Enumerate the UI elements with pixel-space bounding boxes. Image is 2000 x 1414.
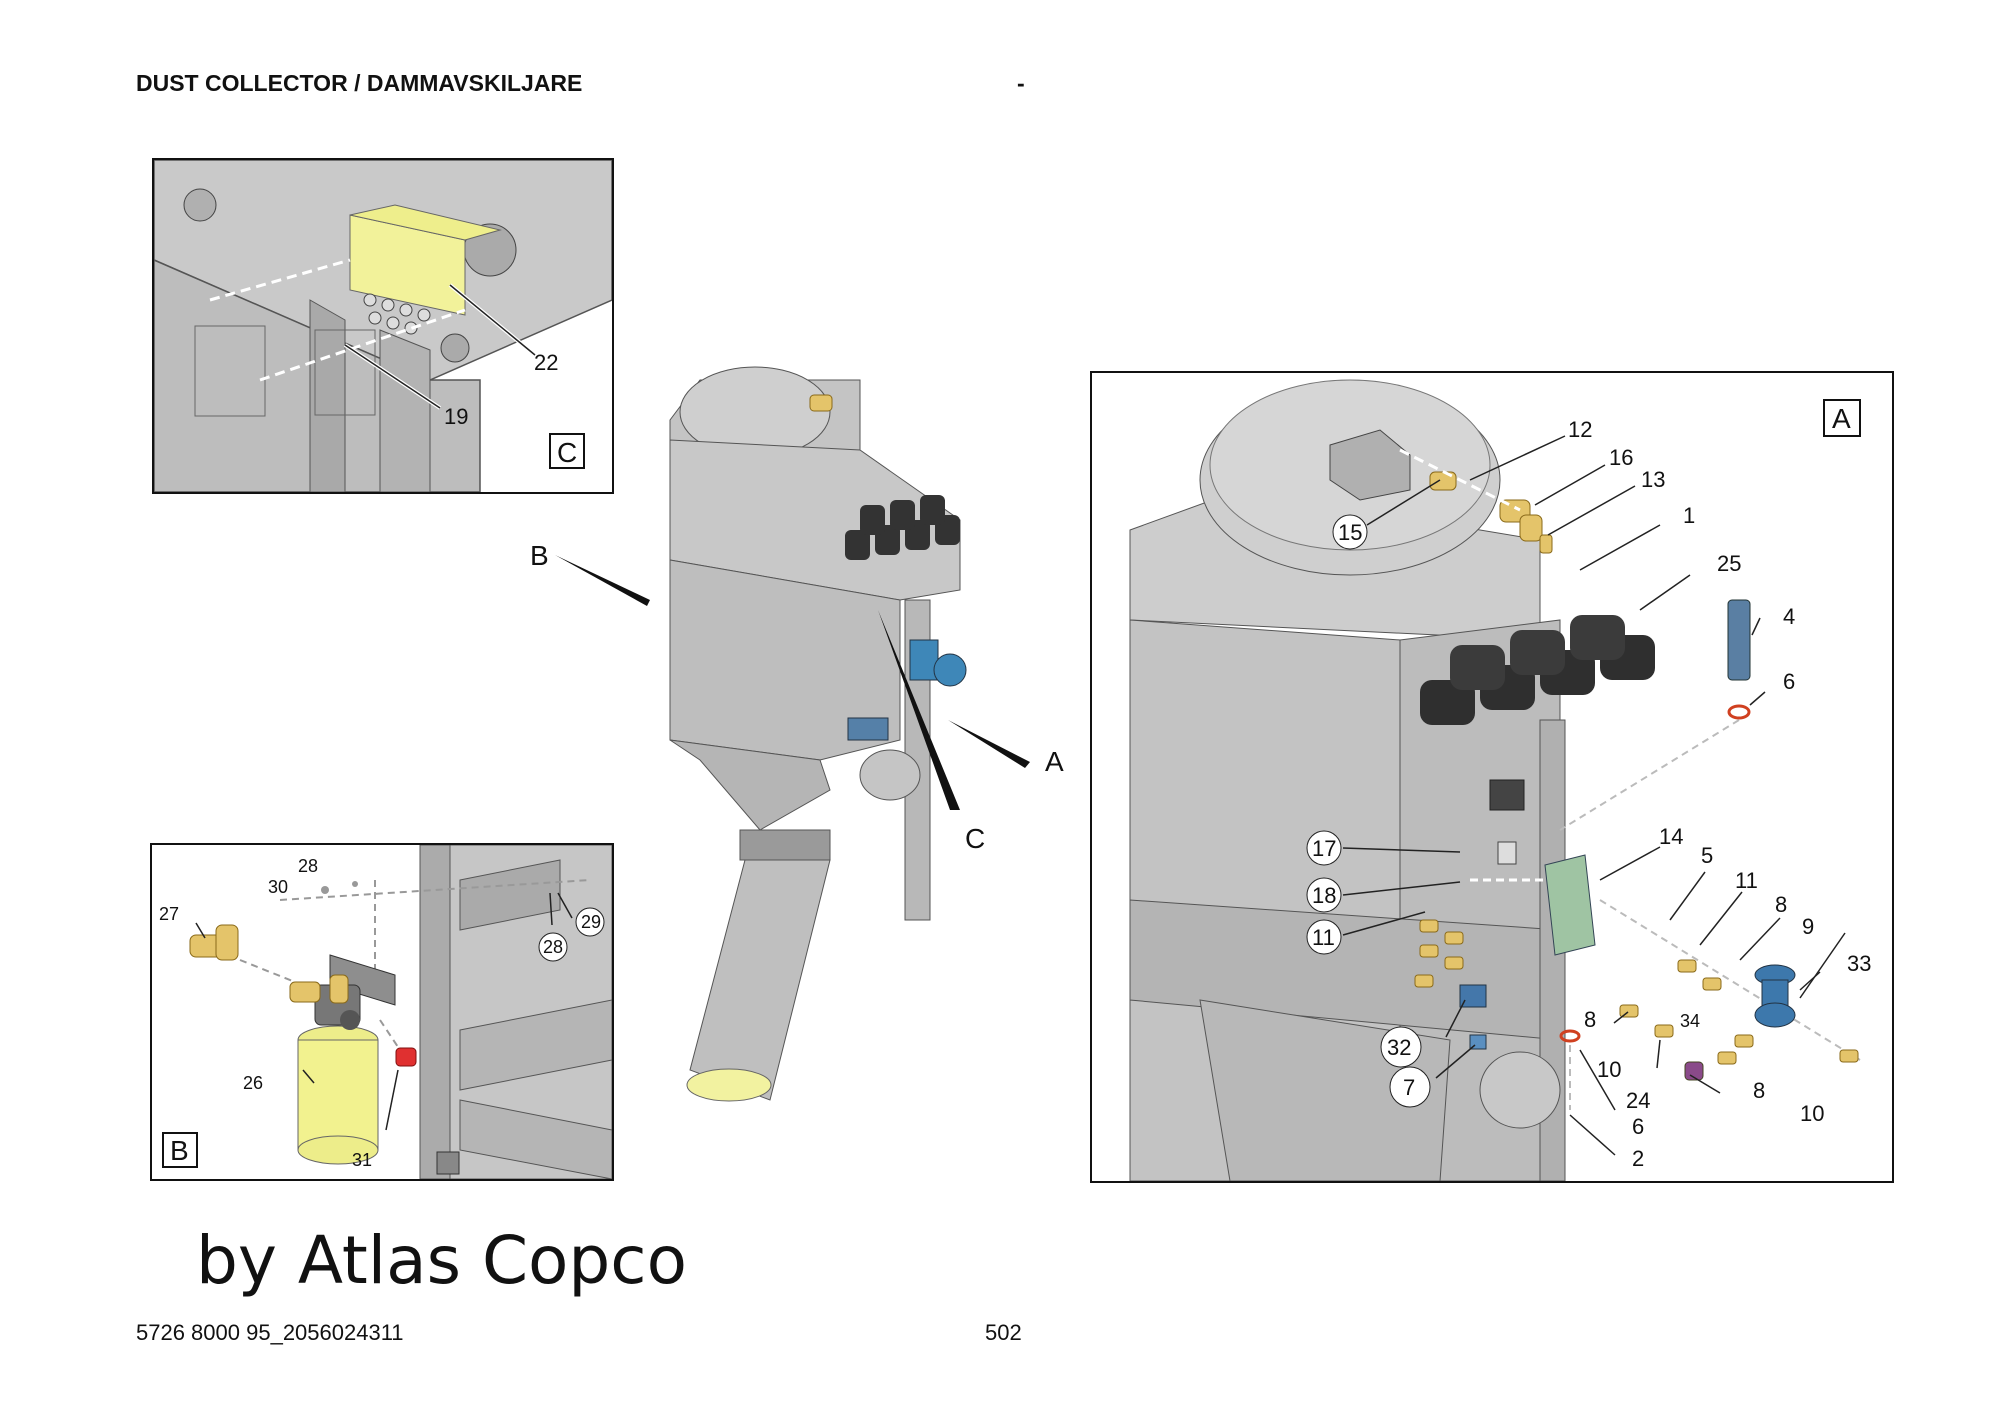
callout-16: 16 <box>1609 445 1633 470</box>
pointer-a <box>948 720 1030 768</box>
view-c-label: C <box>557 437 577 468</box>
view-c-inset: 22 19 C <box>152 158 614 494</box>
callout-30: 30 <box>268 877 288 897</box>
callout-8-upper: 8 <box>1775 892 1787 917</box>
callout-2: 2 <box>1632 1146 1644 1171</box>
pointer-c-label: C <box>965 823 985 854</box>
callout-11-left: 11 <box>1312 925 1335 950</box>
callout-8-left: 8 <box>1584 1007 1596 1032</box>
callout-11-right: 11 <box>1735 868 1758 893</box>
callout-13: 13 <box>1641 467 1665 492</box>
header-dash: - <box>1017 70 1025 96</box>
watermark: by Atlas Copco <box>196 1222 687 1299</box>
callout-22: 22 <box>534 350 558 375</box>
callout-12: 12 <box>1568 417 1592 442</box>
callout-8-right: 8 <box>1753 1078 1765 1103</box>
main-valves <box>845 495 960 560</box>
page-number: 502 <box>985 1320 1022 1345</box>
pointer-a-label: A <box>1045 746 1064 777</box>
callout-6-top: 6 <box>1783 669 1795 694</box>
callout-26: 26 <box>243 1073 263 1093</box>
callout-24: 24 <box>1626 1088 1650 1113</box>
view-b-inset: 28 30 27 29 28 26 31 B <box>150 843 614 1181</box>
callout-5: 5 <box>1701 843 1713 868</box>
pointer-c <box>878 610 960 810</box>
regulator-33 <box>1754 964 1796 1028</box>
view-c-drawing <box>154 160 612 492</box>
terminal-bolts <box>363 293 431 335</box>
view-b-drawing <box>189 845 612 1179</box>
callout-18: 18 <box>1312 883 1336 908</box>
view-b-label: B <box>170 1135 189 1166</box>
solenoid-valves <box>1420 615 1655 725</box>
callout-28-top: 28 <box>298 856 318 876</box>
callout-25: 25 <box>1717 551 1741 576</box>
silencer-4 <box>1727 599 1751 720</box>
pointer-b-label: B <box>530 540 549 571</box>
view-a-label: A <box>1832 403 1851 434</box>
callout-15: 15 <box>1338 520 1362 545</box>
callout-31: 31 <box>352 1150 372 1170</box>
pointer-b <box>555 555 650 606</box>
page-title: DUST COLLECTOR / DAMMAVSKILJARE <box>136 70 583 96</box>
main-view: B A C <box>530 366 1064 1102</box>
callout-27: 27 <box>159 904 179 924</box>
callout-10-left: 10 <box>1597 1057 1621 1082</box>
callout-9: 9 <box>1802 914 1814 939</box>
small-fittings <box>1414 919 1859 1065</box>
brass-elbow <box>189 924 349 1004</box>
callout-28-bottom: 28 <box>543 937 563 957</box>
callout-17: 17 <box>1312 836 1336 861</box>
callout-34: 34 <box>1680 1011 1700 1031</box>
callout-19: 19 <box>444 404 468 429</box>
view-a-drawing <box>1129 379 1861 1181</box>
callout-7: 7 <box>1403 1075 1415 1100</box>
callout-32: 32 <box>1387 1035 1411 1060</box>
leader-lines-a <box>1342 435 1846 1156</box>
callout-6-bottom: 6 <box>1632 1114 1644 1139</box>
callout-1: 1 <box>1683 503 1695 528</box>
callout-29: 29 <box>581 912 601 932</box>
callout-33: 33 <box>1847 951 1871 976</box>
view-a-inset: A 12 16 13 15 1 25 4 6 17 14 5 11 18 8 1… <box>1090 371 1894 1183</box>
document-number: 5726 8000 95_2056024311 <box>136 1320 404 1345</box>
brass-fittings-top <box>1429 471 1553 554</box>
callout-10-right: 10 <box>1800 1101 1824 1126</box>
callout-4: 4 <box>1783 604 1795 629</box>
callout-14: 14 <box>1659 824 1683 849</box>
